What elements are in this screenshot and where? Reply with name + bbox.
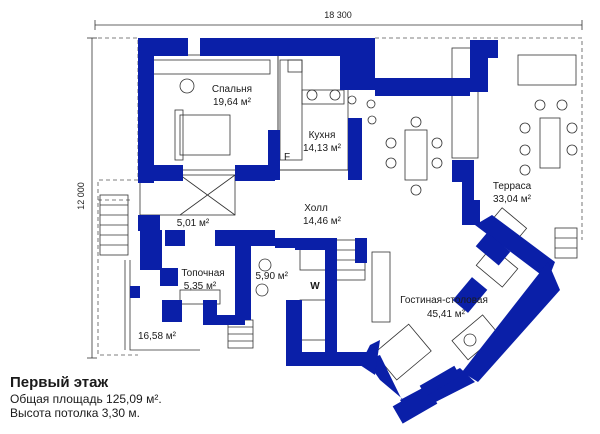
room-labels: Спальня 19,64 м² Кухня 14,13 м² Холл 14,… [138,84,532,342]
bathroom-area: 5,90 м² [256,271,289,282]
hall-area: 14,46 м² [303,216,342,227]
boiler-area: 5,35 м² [184,281,217,292]
boiler-name: Топочная [181,268,224,279]
height-dimension: 12 000 [76,182,86,210]
terrace-area: 33,04 м² [493,194,532,205]
vestibule-area: 5,01 м² [177,218,210,229]
terrace-name: Терраса [493,181,532,192]
outline-dashed [97,37,583,356]
walls [130,38,560,424]
width-dimension: 18 300 [324,10,352,20]
caption-total-area: Общая площадь 125,09 м². [10,392,162,406]
caption-title: Первый этаж [10,374,109,391]
wc-label: W [310,281,320,292]
kitchen-area: 14,13 м² [303,143,342,154]
kitchen-name: Кухня [309,130,336,141]
kitchen-mark: F [284,152,290,163]
bedroom-area: 19,64 м² [213,97,252,108]
dimension-lines [87,20,583,359]
living-name: Гостиная-столовая [400,295,488,306]
living-area: 45,41 м² [427,309,466,320]
floor-caption: Первый этаж Общая площадь 125,09 м². Выс… [10,374,162,420]
bedroom-name: Спальня [212,84,252,95]
hall-name: Холл [304,203,328,214]
caption-ceiling-height: Высота потолка 3,30 м. [10,406,141,420]
porch-area: 16,58 м² [138,331,177,342]
furniture [174,59,578,347]
